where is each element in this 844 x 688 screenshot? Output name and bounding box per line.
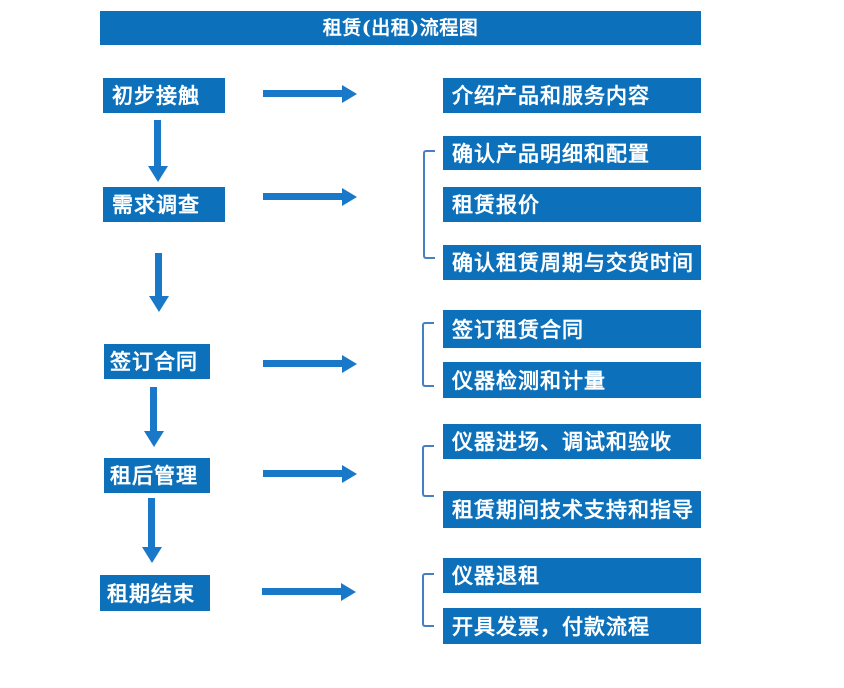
detail-technical-support: 租赁期间技术支持和指导 <box>443 491 701 528</box>
stage-initial-contact: 初步接触 <box>103 78 225 113</box>
detail-instrument-setup-acceptance: 仪器进场、调试和验收 <box>443 424 701 459</box>
stage-post-rental-management: 租后管理 <box>104 458 210 493</box>
detail-instrument-return: 仪器退租 <box>443 558 701 593</box>
detail-confirm-product-config: 确认产品明细和配置 <box>443 136 701 170</box>
stage-rental-end: 租期结束 <box>100 575 210 611</box>
right-arrow-sign-contract <box>263 354 357 373</box>
down-arrow-4 <box>141 498 162 563</box>
down-arrow-2 <box>148 253 169 312</box>
right-arrow-needs-survey <box>263 187 357 206</box>
flowchart-title: 租赁(出租)流程图 <box>100 11 701 45</box>
bracket-rental-end-group <box>422 573 434 627</box>
bracket-post-rental-group <box>422 445 434 497</box>
right-arrow-rental-end <box>262 582 356 601</box>
stage-needs-survey: 需求调查 <box>103 187 225 222</box>
bracket-needs-survey-group <box>423 150 435 259</box>
detail-rental-quotation: 租赁报价 <box>443 187 701 222</box>
right-arrow-post-rental <box>263 464 357 483</box>
detail-confirm-period-delivery: 确认租赁周期与交货时间 <box>443 245 701 280</box>
stage-sign-contract: 签订合同 <box>104 344 210 379</box>
down-arrow-3 <box>143 387 164 447</box>
right-arrow-initial-contact <box>263 84 357 103</box>
detail-invoice-payment: 开具发票，付款流程 <box>443 608 701 644</box>
bracket-sign-contract-group <box>422 322 434 387</box>
detail-instrument-testing: 仪器检测和计量 <box>443 362 701 398</box>
down-arrow-1 <box>147 120 168 182</box>
detail-introduce-products: 介绍产品和服务内容 <box>443 78 701 113</box>
detail-sign-rental-contract: 签订租赁合同 <box>443 310 701 348</box>
